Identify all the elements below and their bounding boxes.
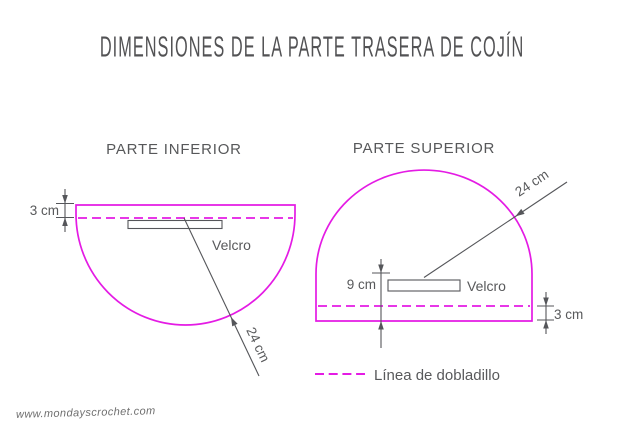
legend: Línea de dobladillo <box>315 367 500 384</box>
parte-superior-velcro-dimension: 9 cm <box>347 259 390 348</box>
parte-inferior-group: PARTE INFERIOR Velcro 3 cm 24 cm <box>30 141 296 377</box>
arrow-down-icon <box>62 195 68 204</box>
arrow-up-icon <box>543 320 549 329</box>
parte-superior-group: PARTE SUPERIOR Velcro 9 cm <box>315 140 583 348</box>
parte-superior-outline <box>315 169 533 322</box>
radius-line <box>423 181 568 278</box>
parte-superior-velcro-dim-label: 9 cm <box>347 277 376 292</box>
arrow-up-left-icon <box>231 317 238 327</box>
parte-superior-heading: PARTE SUPERIOR <box>353 140 495 157</box>
parte-superior-hem-dim-label: 3 cm <box>554 307 583 322</box>
parte-superior-velcro-rect <box>387 279 461 292</box>
arrow-up-icon <box>378 321 384 330</box>
radius-line <box>183 217 260 377</box>
arrow-down-icon <box>378 264 384 273</box>
parte-inferior-radius-dim-label: 24 cm <box>243 325 272 365</box>
arrow-up-icon <box>62 217 68 226</box>
arrow-down-left-icon <box>515 208 525 217</box>
parte-inferior-heading: PARTE INFERIOR <box>106 141 242 158</box>
parte-superior-radius-dim-label: 24 cm <box>512 167 551 200</box>
legend-label: Línea de dobladillo <box>374 367 500 384</box>
parte-inferior-velcro-rect <box>127 219 223 230</box>
parte-inferior-hem-dimension: 3 cm <box>30 189 74 232</box>
page-title-wrap: DIMENSIONES DE LA PARTE TRASERA DE COJÍN <box>0 32 625 64</box>
parte-superior-radius-dimension: 24 cm <box>423 167 568 278</box>
parte-inferior-velcro-label: Velcro <box>212 237 251 253</box>
page-title: DIMENSIONES DE LA PARTE TRASERA DE COJÍN <box>100 31 525 64</box>
parte-superior-hem-dimension: 3 cm <box>537 292 583 334</box>
parte-inferior-hem-dim-label: 3 cm <box>30 203 59 218</box>
arrow-down-icon <box>543 297 549 306</box>
parte-inferior-outline <box>75 204 296 326</box>
parte-superior-velcro-label: Velcro <box>467 278 506 294</box>
